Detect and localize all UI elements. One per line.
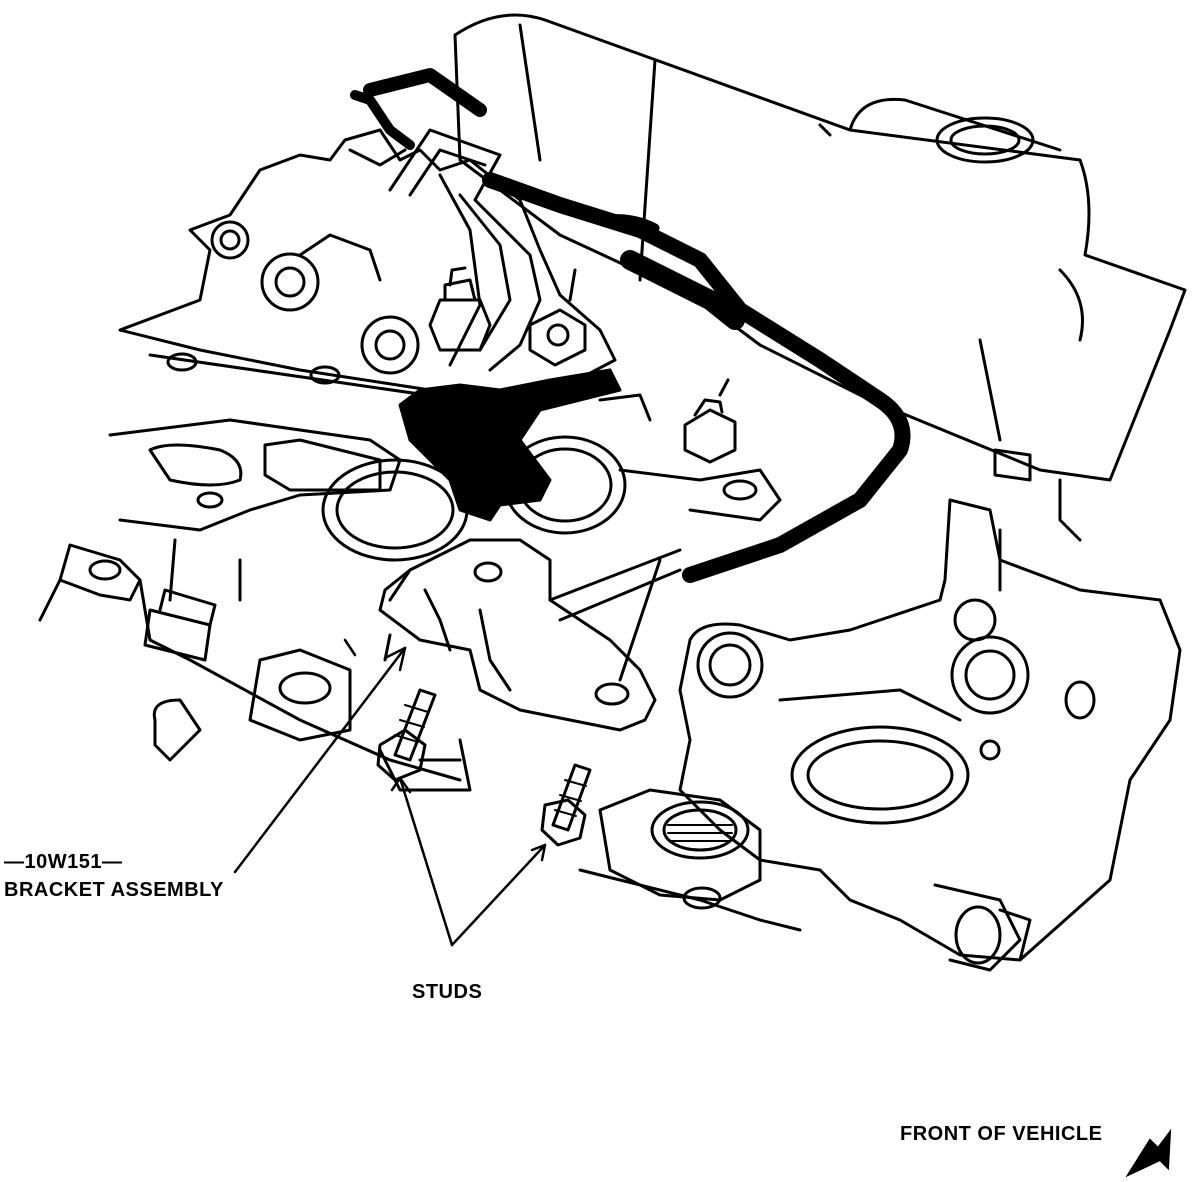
- upper-nut-right: [528, 268, 587, 367]
- middle-manifold: [108, 393, 782, 562]
- stud-right: [540, 763, 592, 847]
- manifold-flange: [118, 128, 617, 412]
- vacuum-hose: [350, 68, 911, 583]
- pipe-fitting: [933, 883, 1032, 972]
- intake-plenum-housing: [453, 13, 1187, 482]
- leader-lines: [233, 638, 547, 947]
- part-number-label: —10W151—: [4, 851, 123, 873]
- bracket-assembly-label: BRACKET ASSEMBLY: [4, 879, 224, 901]
- threaded-boss: [578, 788, 802, 932]
- stud-left: [376, 688, 437, 782]
- front-of-vehicle-label: FRONT OF VEHICLE: [900, 1123, 1103, 1145]
- left-block-casting: [38, 538, 472, 792]
- right-bolt: [683, 378, 737, 464]
- front-direction-arrow-icon: [1125, 1128, 1172, 1178]
- lower-engine-block: [678, 478, 1182, 962]
- upper-nut-left: [428, 266, 492, 352]
- bracket-assembly: [378, 538, 682, 732]
- upper-bracket-arm: [388, 128, 542, 372]
- hose-clamp: [398, 368, 622, 522]
- studs-label: STUDS: [412, 981, 483, 1003]
